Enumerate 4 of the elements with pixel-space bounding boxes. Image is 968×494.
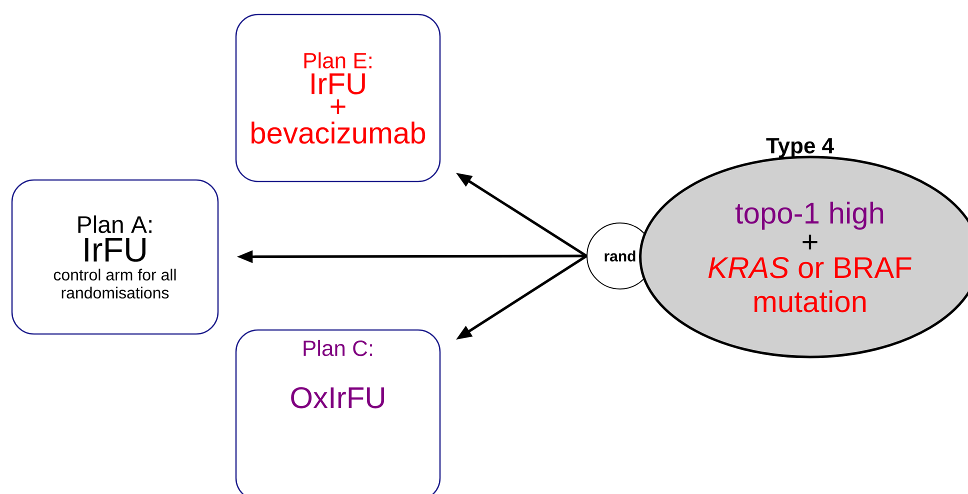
- plan-box: Plan A: IrFU control arm for all randomisations: [11, 179, 219, 335]
- plan-box: Plan C: OxIrFU: [235, 329, 441, 494]
- group-heading: Type 4: [766, 138, 834, 158]
- plan-box: Plan E: IrFU + bevacizumab: [235, 14, 441, 182]
